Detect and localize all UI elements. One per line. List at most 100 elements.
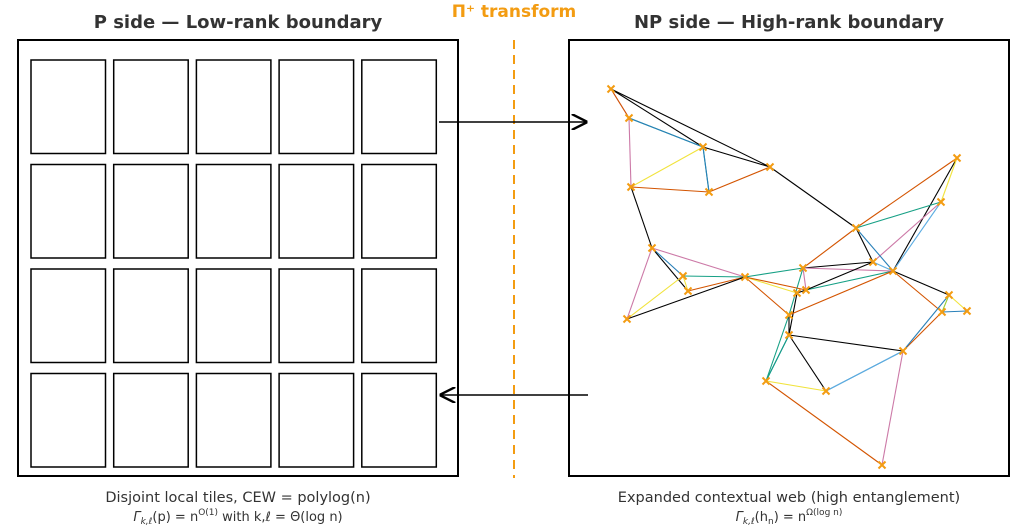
web-edge	[765, 380, 827, 392]
web-edge	[744, 267, 804, 278]
web-edge	[788, 334, 827, 392]
web-edge	[765, 380, 883, 466]
web-edge	[628, 117, 704, 148]
right-formula-gamma: Γ	[736, 510, 745, 525]
web-edge	[902, 311, 943, 352]
web-node	[936, 197, 946, 207]
web-edge	[892, 270, 943, 313]
web-edge	[702, 146, 710, 193]
web-node	[626, 182, 636, 192]
web-edge	[788, 270, 894, 316]
right-formula-arg: (h	[755, 510, 768, 525]
web-node	[698, 142, 708, 152]
web-edge	[628, 117, 632, 188]
web-edge	[765, 314, 790, 382]
web-node	[784, 310, 794, 320]
web-node	[937, 307, 947, 317]
web-edge	[825, 350, 904, 392]
web-edge	[744, 276, 807, 291]
web-edge	[651, 247, 689, 292]
tile	[195, 372, 272, 468]
web-edge	[708, 166, 771, 193]
tile	[278, 163, 355, 259]
web-edge	[802, 267, 894, 272]
web-edge	[855, 227, 874, 263]
web-edge	[630, 146, 704, 188]
tile	[278, 59, 355, 155]
web-edge	[892, 201, 942, 272]
web-node	[962, 306, 972, 316]
web-node	[798, 263, 808, 273]
web-edge	[941, 310, 968, 313]
tile	[278, 372, 355, 468]
tile	[112, 59, 189, 155]
web-node	[765, 162, 775, 172]
web-edge	[855, 201, 942, 229]
web-node	[868, 257, 878, 267]
left-panel-frame	[17, 39, 459, 477]
web-edge	[651, 247, 746, 278]
web-node	[761, 376, 771, 386]
right-panel-title: NP side — High-rank boundary	[634, 12, 944, 33]
web-edge	[769, 166, 857, 229]
web-edge	[802, 261, 874, 269]
right-caption: Expanded contextual web (high entangleme…	[618, 490, 960, 506]
web-node	[888, 266, 898, 276]
web-edge	[626, 247, 653, 320]
web-edge	[940, 157, 958, 203]
left-formula-sub: k,ℓ	[141, 517, 153, 527]
web-node	[952, 153, 962, 163]
web-node	[877, 460, 887, 470]
web-edge	[881, 350, 904, 466]
web-edge	[682, 275, 689, 292]
web-node	[624, 113, 634, 123]
web-edge	[941, 294, 950, 313]
web-node	[784, 330, 794, 340]
tile	[278, 268, 355, 364]
web-node	[704, 187, 714, 197]
web-node	[678, 271, 688, 281]
tile	[30, 59, 107, 155]
web-edge	[744, 276, 798, 294]
web-node	[792, 288, 802, 298]
web-edge	[892, 157, 958, 272]
web-node	[801, 285, 811, 295]
tile	[30, 268, 107, 364]
web-edge	[682, 275, 746, 278]
tile	[112, 268, 189, 364]
web-edge	[802, 267, 807, 291]
left-formula-exp: O(1)	[198, 508, 218, 518]
tile	[195, 268, 272, 364]
web-edge	[855, 227, 894, 272]
web-edge	[902, 294, 950, 352]
tile	[30, 372, 107, 468]
transform-title: Π⁺ transform	[452, 2, 577, 22]
web-node	[622, 314, 632, 324]
tile	[361, 163, 438, 259]
web-edge	[610, 88, 771, 168]
web-edge	[788, 334, 904, 352]
web-edge	[744, 276, 790, 316]
right-formula-arg2: ) = n	[774, 510, 806, 525]
left-formula: Γk,ℓ(p) = nO(1) with k,ℓ = Θ(log n)	[133, 508, 342, 527]
right-formula-sub: k,ℓ	[743, 517, 755, 527]
web-edge	[802, 227, 857, 269]
web-edge	[765, 334, 790, 382]
tile	[195, 59, 272, 155]
web-node	[821, 386, 831, 396]
web-edge	[872, 261, 894, 272]
web-edge	[626, 275, 684, 320]
tile	[361, 268, 438, 364]
web-edge	[855, 157, 958, 229]
web-node	[647, 243, 657, 253]
right-formula-exp: Ω(log n)	[806, 508, 842, 518]
web-edge	[805, 270, 894, 291]
web-node	[898, 346, 908, 356]
left-formula-tail: with k,ℓ = Θ(log n)	[218, 510, 343, 525]
web-edge	[892, 270, 950, 296]
web-edge	[626, 276, 746, 320]
tile	[195, 163, 272, 259]
contextual-web	[606, 84, 972, 470]
web-node	[944, 290, 954, 300]
